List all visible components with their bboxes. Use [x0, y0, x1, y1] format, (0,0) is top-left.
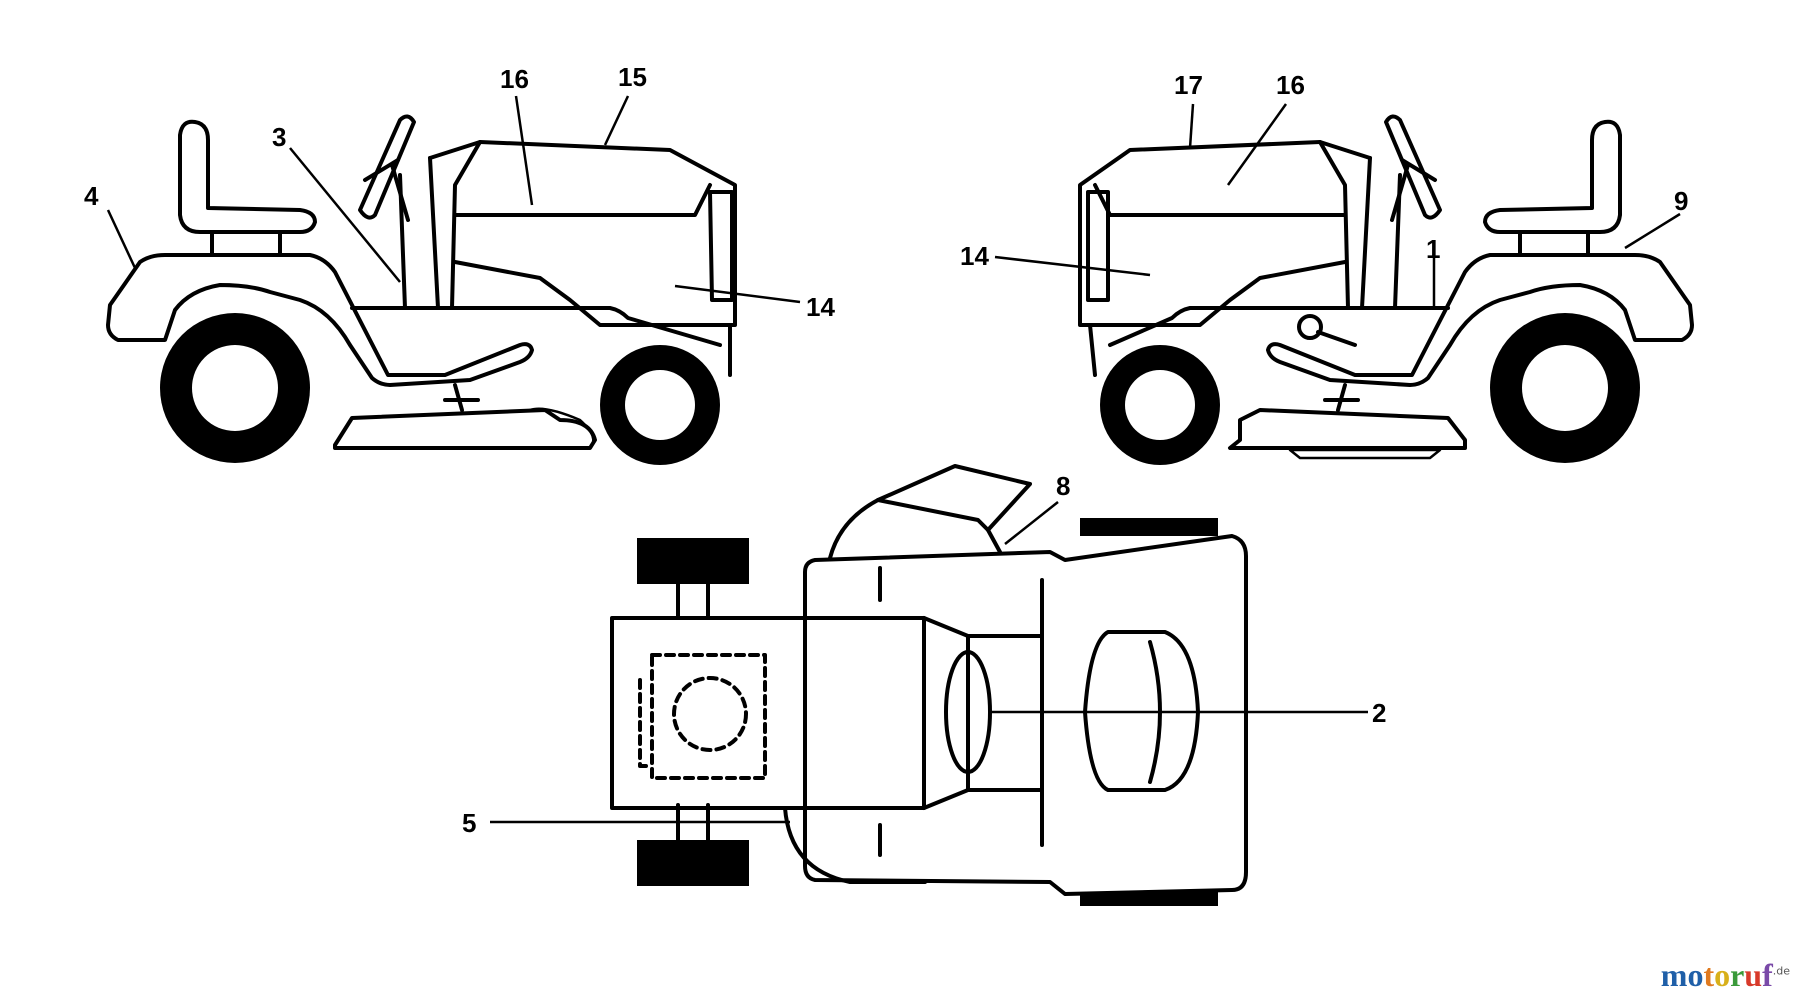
callout-2: 2	[1372, 698, 1386, 728]
watermark-letter: o	[1687, 957, 1704, 993]
watermark-letter: u	[1744, 957, 1763, 993]
callout-16-right: 16	[1276, 70, 1305, 100]
callout-9: 9	[1674, 186, 1688, 216]
watermark-letter: m	[1660, 957, 1688, 993]
watermark-letter: r	[1730, 957, 1745, 993]
callout-14-right: 14	[960, 241, 989, 271]
callout-1: 1	[1426, 234, 1440, 264]
callout-labels: 16 15 3 4 14 17 16 9 14 1 8 2 5	[84, 62, 1688, 838]
leader-lines	[106, 95, 1681, 824]
callout-8: 8	[1056, 471, 1070, 501]
watermark-letter: t	[1703, 957, 1715, 993]
watermark-suffix: .de	[1772, 964, 1790, 978]
tractor-top-view	[610, 464, 1248, 906]
watermark-letter: f	[1762, 957, 1773, 993]
callout-3: 3	[272, 122, 286, 152]
callout-17: 17	[1174, 70, 1203, 100]
callout-14-left: 14	[806, 292, 835, 322]
callout-5: 5	[462, 808, 476, 838]
tractor-left-side-view	[106, 114, 737, 465]
callout-15: 15	[618, 62, 647, 92]
callout-4: 4	[84, 181, 99, 211]
callout-16-left: 16	[500, 64, 529, 94]
watermark-logo: motoruf.de	[1661, 957, 1790, 994]
tractor-right-side-view	[1078, 114, 1694, 465]
watermark-letter: o	[1714, 957, 1731, 993]
